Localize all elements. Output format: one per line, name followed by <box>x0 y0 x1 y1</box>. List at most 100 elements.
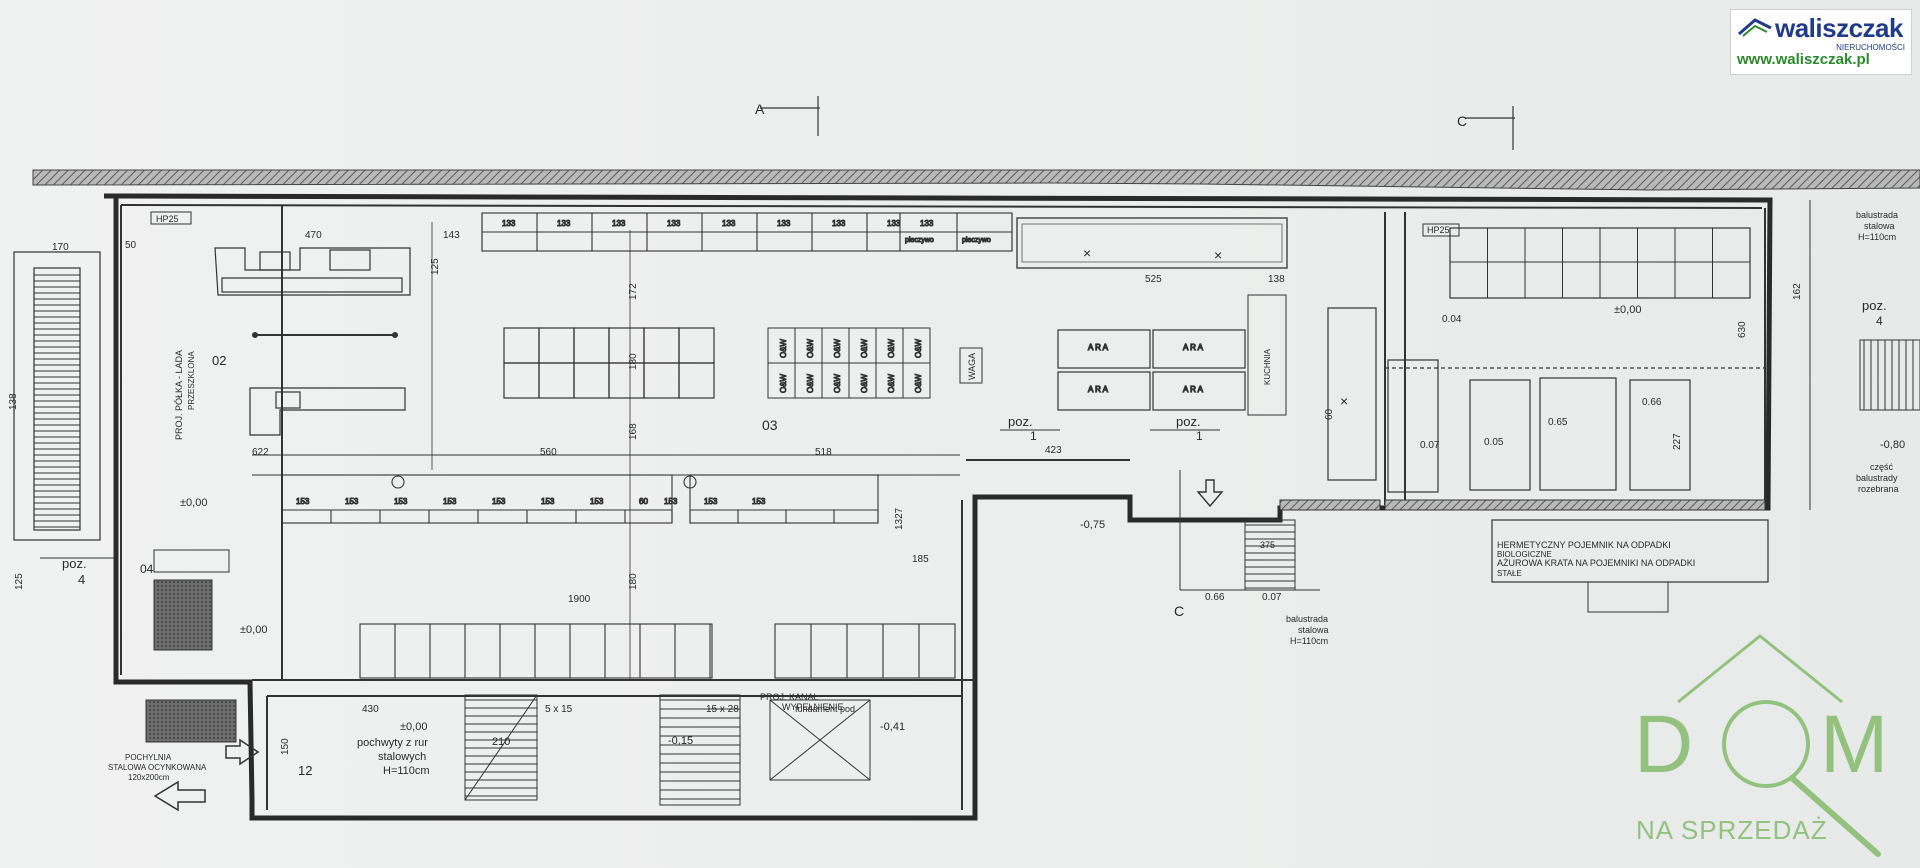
poz4-left: poz. <box>62 556 87 571</box>
ramp <box>145 699 237 743</box>
kitchen-counter-top <box>214 247 411 296</box>
dim-227: 150 <box>280 738 291 755</box>
right-wing <box>1327 227 1765 493</box>
poz1-b: poz. <box>1176 414 1201 429</box>
ov-label: O&W <box>887 338 896 358</box>
cross-3: × <box>1340 393 1348 409</box>
dim-430: 162 <box>1792 283 1803 300</box>
handrail-m3: H=110cm <box>1290 636 1328 646</box>
pipes-3: H=110cm <box>383 765 430 777</box>
mid-shelf-dim: 153 <box>296 497 310 506</box>
bottom-stairs <box>464 694 741 806</box>
boundary-band <box>32 169 1920 191</box>
container-2: BIOLOGICZNE <box>1497 550 1552 559</box>
roof-icon <box>1738 18 1772 37</box>
entrance-arrow <box>153 780 206 812</box>
top-shelf-dim: 133 <box>557 219 571 228</box>
dim-261: 15 x 28 <box>706 704 739 715</box>
ara-label: A R A <box>1088 343 1109 352</box>
ov-label: O&W <box>806 338 815 358</box>
ov-label: O&W <box>860 373 869 393</box>
left-stair <box>13 251 101 541</box>
ramp-2: STALOWA OCYNKOWANA <box>108 763 207 772</box>
handrail-r1: balustrada <box>1856 210 1898 220</box>
section-mark-a <box>760 96 820 136</box>
ov-label: O&W <box>833 373 842 393</box>
stair-box <box>1859 339 1920 411</box>
poz1-a: poz. <box>1008 414 1033 429</box>
dim-525: 525 <box>1145 274 1162 285</box>
dim-470: 470 <box>305 230 322 241</box>
pieczywo-1: pieczywo <box>905 237 934 244</box>
magnifier-icon <box>1722 700 1810 788</box>
mid-shelf-dim: 153 <box>492 497 506 506</box>
stair-diagonal <box>464 694 538 801</box>
grid-shelf-cell <box>503 362 540 399</box>
down-arrow <box>1196 479 1224 508</box>
container-3: AŻUROWA KRATA NA POJEMNIKI NA ODPADKI <box>1497 558 1695 568</box>
top-shelf-dim: 133 <box>887 219 901 228</box>
dim-1900: 1900 <box>568 594 591 605</box>
dim-50: 50 <box>125 240 137 251</box>
ov-label: O&W <box>914 373 923 393</box>
mid-shelf-dim: 153 <box>752 497 766 506</box>
ov-label: O&W <box>779 338 788 358</box>
bottom-shelf-right <box>774 623 956 679</box>
mid-shelf-left <box>281 474 673 524</box>
ara-cell <box>1057 371 1151 411</box>
dim-622: 622 <box>252 447 269 458</box>
column-marker <box>391 475 405 489</box>
dim-1327: 1327 <box>894 507 905 530</box>
grid-shelf-cell <box>503 327 540 364</box>
ramp-3: 120x200cm <box>128 773 170 782</box>
top-shelf-dim: 133 <box>832 219 846 228</box>
brand-subtitle: NIERUCHOMOŚCI <box>1836 43 1905 52</box>
top-shelf-dim: 133 <box>777 219 791 228</box>
kitchen-box <box>1247 294 1287 416</box>
lada-label: PROJ. PÓŁKA - LADA <box>174 350 184 440</box>
inner-walls <box>120 204 1766 810</box>
top-right-counter <box>1016 217 1288 269</box>
cross-1: × <box>1083 245 1091 261</box>
mid-shelf-dim: 153 <box>664 497 678 506</box>
ov-label: O&W <box>833 338 842 358</box>
dim-210: 630 <box>1737 321 1748 338</box>
dom-subtitle: NA SPRZEDAŻ <box>1636 815 1828 845</box>
grid-shelf-cell <box>538 327 575 364</box>
ramp-1: POCHYLNIA <box>125 753 172 762</box>
poz1-b-num: 1 <box>1196 429 1203 443</box>
central-shelf-grid <box>503 327 715 399</box>
level-4: ±0,00 <box>1614 304 1641 316</box>
grid-shelf-cell <box>678 327 715 364</box>
room-r1: 0.04 <box>1442 314 1462 325</box>
room-12: 12 <box>298 763 312 778</box>
level-5: -0,75 <box>1080 519 1105 531</box>
ara-cell <box>1152 329 1246 369</box>
level-7: -0,41 <box>880 721 905 733</box>
hp25-right: HP25 <box>1427 225 1450 235</box>
dim-12x28: 210 <box>492 736 510 748</box>
brand-logo[interactable]: waliszczak NIERUCHOMOŚCI www.waliszczak.… <box>1730 9 1912 75</box>
bottom-shelf-left <box>359 623 713 679</box>
mid-shelf-dim: 153 <box>590 497 604 506</box>
exit-arrow <box>225 738 260 766</box>
poz4-right: poz. <box>1862 298 1887 313</box>
dim-560: 560 <box>540 447 557 458</box>
dim-168: 168 <box>628 423 639 440</box>
ov-label: O&W <box>914 338 923 358</box>
dom-m: M <box>1820 699 1888 790</box>
dim-128: 0.07 <box>1262 592 1282 603</box>
container-4: STAŁE <box>1497 569 1522 578</box>
top-shelf-dim: 133 <box>722 219 736 228</box>
ara-label: A R A <box>1183 385 1204 394</box>
canal-1: PROJ. KANAŁ <box>760 692 819 702</box>
scale-box <box>959 347 983 384</box>
room-r4: 0.66 <box>1642 397 1662 408</box>
dim-162: 125 <box>14 573 25 590</box>
right-stairs <box>1809 200 1920 510</box>
dim-170: 170 <box>52 242 69 253</box>
mid-shelf-dim: 153 <box>704 497 718 506</box>
